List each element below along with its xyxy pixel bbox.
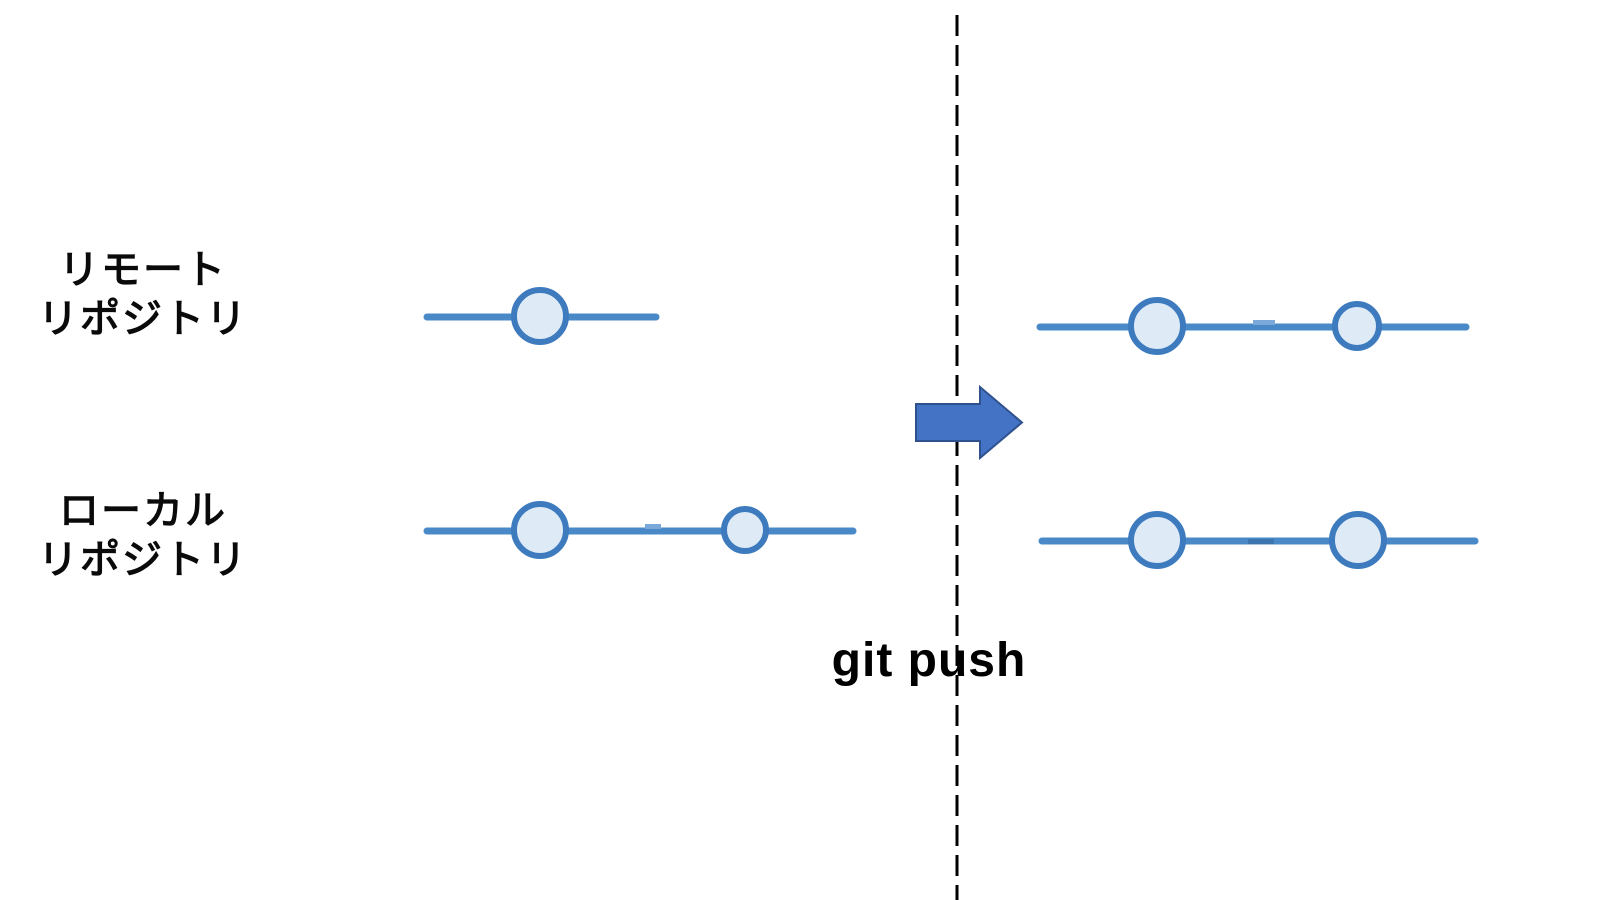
track-local-before [423, 501, 857, 559]
track-remote-after-connector-joint [1253, 320, 1275, 325]
track-remote-before-commit-node-1 [511, 287, 569, 345]
local-repo-label-line2: リポジトリ [38, 538, 248, 582]
push-arrow-icon [915, 384, 1024, 461]
remote-repo-label-line1: リモート [59, 248, 227, 292]
track-remote-before [423, 287, 660, 345]
remote-repo-label-line2: リポジトリ [38, 297, 248, 341]
track-local-before-commit-node-1 [511, 501, 569, 559]
track-remote-after-commit-node-2 [1332, 301, 1382, 351]
track-local-after-connector-joint [1248, 539, 1274, 544]
track-local-after [1038, 511, 1479, 569]
track-local-after-commit-node-2 [1329, 511, 1387, 569]
remote-repo-label: リモート リポジトリ [18, 246, 268, 344]
git-push-label: git push [831, 634, 1027, 687]
local-repo-label-line1: ローカル [59, 489, 227, 533]
local-repo-label: ローカル リポジトリ [18, 487, 268, 585]
track-local-after-commit-node-1 [1128, 511, 1186, 569]
track-remote-after [1036, 297, 1470, 355]
track-local-before-commit-node-2 [721, 506, 769, 554]
track-local-before-connector-joint [645, 524, 661, 529]
track-remote-after-commit-node-1 [1128, 297, 1186, 355]
